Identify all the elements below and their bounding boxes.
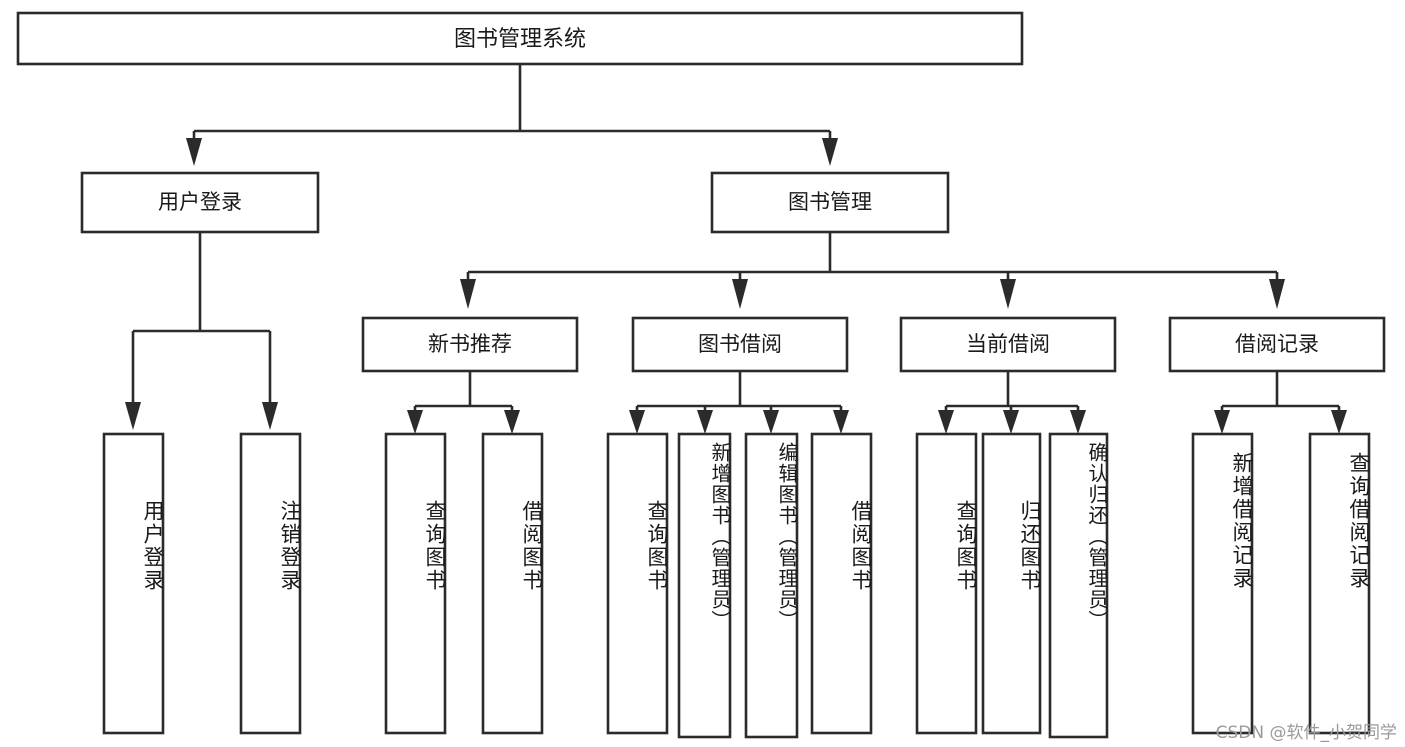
arrow-leaf-bookborrow-3	[833, 410, 849, 434]
leaf-box-user-login-1[interactable]	[239, 432, 302, 735]
level2-label-0: 新书推荐	[428, 332, 512, 356]
arrow-leaf-currentborrow-2	[1070, 410, 1086, 434]
node-book-manage[interactable]: 图书管理	[710, 171, 950, 234]
arrow-leaf-user-login-0	[125, 402, 141, 430]
arrow-to-book-borrow	[732, 279, 748, 309]
arrow-to-user-login	[186, 138, 202, 166]
level1-label-0: 用户登录	[158, 190, 242, 214]
node-user-login[interactable]: 用户登录	[80, 171, 320, 234]
arrow-leaf-borrowrecord-1	[1331, 410, 1347, 434]
arrow-leaf-newbook-1	[504, 410, 520, 434]
arrow-leaf-bookborrow-1	[697, 410, 713, 434]
arrow-leaf-currentborrow-1	[1003, 410, 1019, 434]
arrow-to-book-manage	[822, 138, 838, 166]
node-current-borrow[interactable]: 当前借阅	[899, 316, 1117, 373]
level2-box-1[interactable]	[631, 316, 849, 373]
root-box[interactable]	[16, 11, 1024, 66]
level1-box-1[interactable]	[710, 171, 950, 234]
arrow-leaf-user-login-1	[262, 402, 278, 430]
arrow-leaf-newbook-0	[407, 410, 423, 434]
arrow-leaf-bookborrow-0	[629, 410, 645, 434]
arrow-to-current-borrow	[1000, 279, 1016, 309]
leaf-box-bookborrow-2[interactable]	[744, 432, 799, 739]
level2-box-2[interactable]	[899, 316, 1117, 373]
node-new-book-recommend[interactable]: 新书推荐	[361, 316, 579, 373]
leaf-box-currentborrow-0[interactable]	[915, 432, 978, 735]
arrow-to-borrow-record	[1269, 279, 1285, 309]
node-borrow-record[interactable]: 借阅记录	[1168, 316, 1386, 373]
leaf-box-bookborrow-0[interactable]	[606, 432, 669, 735]
leaf-box-currentborrow-2[interactable]	[1048, 432, 1109, 739]
node-book-borrow[interactable]: 图书借阅	[631, 316, 849, 373]
csdn-watermark: CSDN @软件_小贺同学	[1215, 723, 1397, 743]
leaf-box-newbook-0[interactable]	[384, 432, 447, 735]
leaf-box-newbook-1[interactable]	[481, 432, 544, 735]
level2-box-3[interactable]	[1168, 316, 1386, 373]
leaf-box-bookborrow-3[interactable]	[810, 432, 873, 735]
arrow-leaf-borrowrecord-0	[1214, 410, 1230, 434]
level2-label-1: 图书借阅	[698, 332, 782, 356]
node-root[interactable]: 图书管理系统	[16, 11, 1024, 66]
arrow-to-new-book	[460, 279, 476, 309]
arrow-leaf-bookborrow-2	[763, 410, 779, 434]
level1-label-1: 图书管理	[788, 190, 872, 214]
leaf-box-bookborrow-1[interactable]	[677, 432, 732, 739]
leaf-box-borrowrecord-1[interactable]	[1308, 432, 1371, 735]
level2-box-0[interactable]	[361, 316, 579, 373]
level2-label-2: 当前借阅	[966, 332, 1050, 356]
level2-label-3: 借阅记录	[1235, 332, 1319, 356]
root-label: 图书管理系统	[454, 27, 586, 52]
leaf-box-currentborrow-1[interactable]	[981, 432, 1042, 735]
leaf-box-user-login-0[interactable]	[102, 432, 165, 735]
arrow-leaf-currentborrow-0	[938, 410, 954, 434]
leaf-box-borrowrecord-0[interactable]	[1191, 432, 1254, 735]
